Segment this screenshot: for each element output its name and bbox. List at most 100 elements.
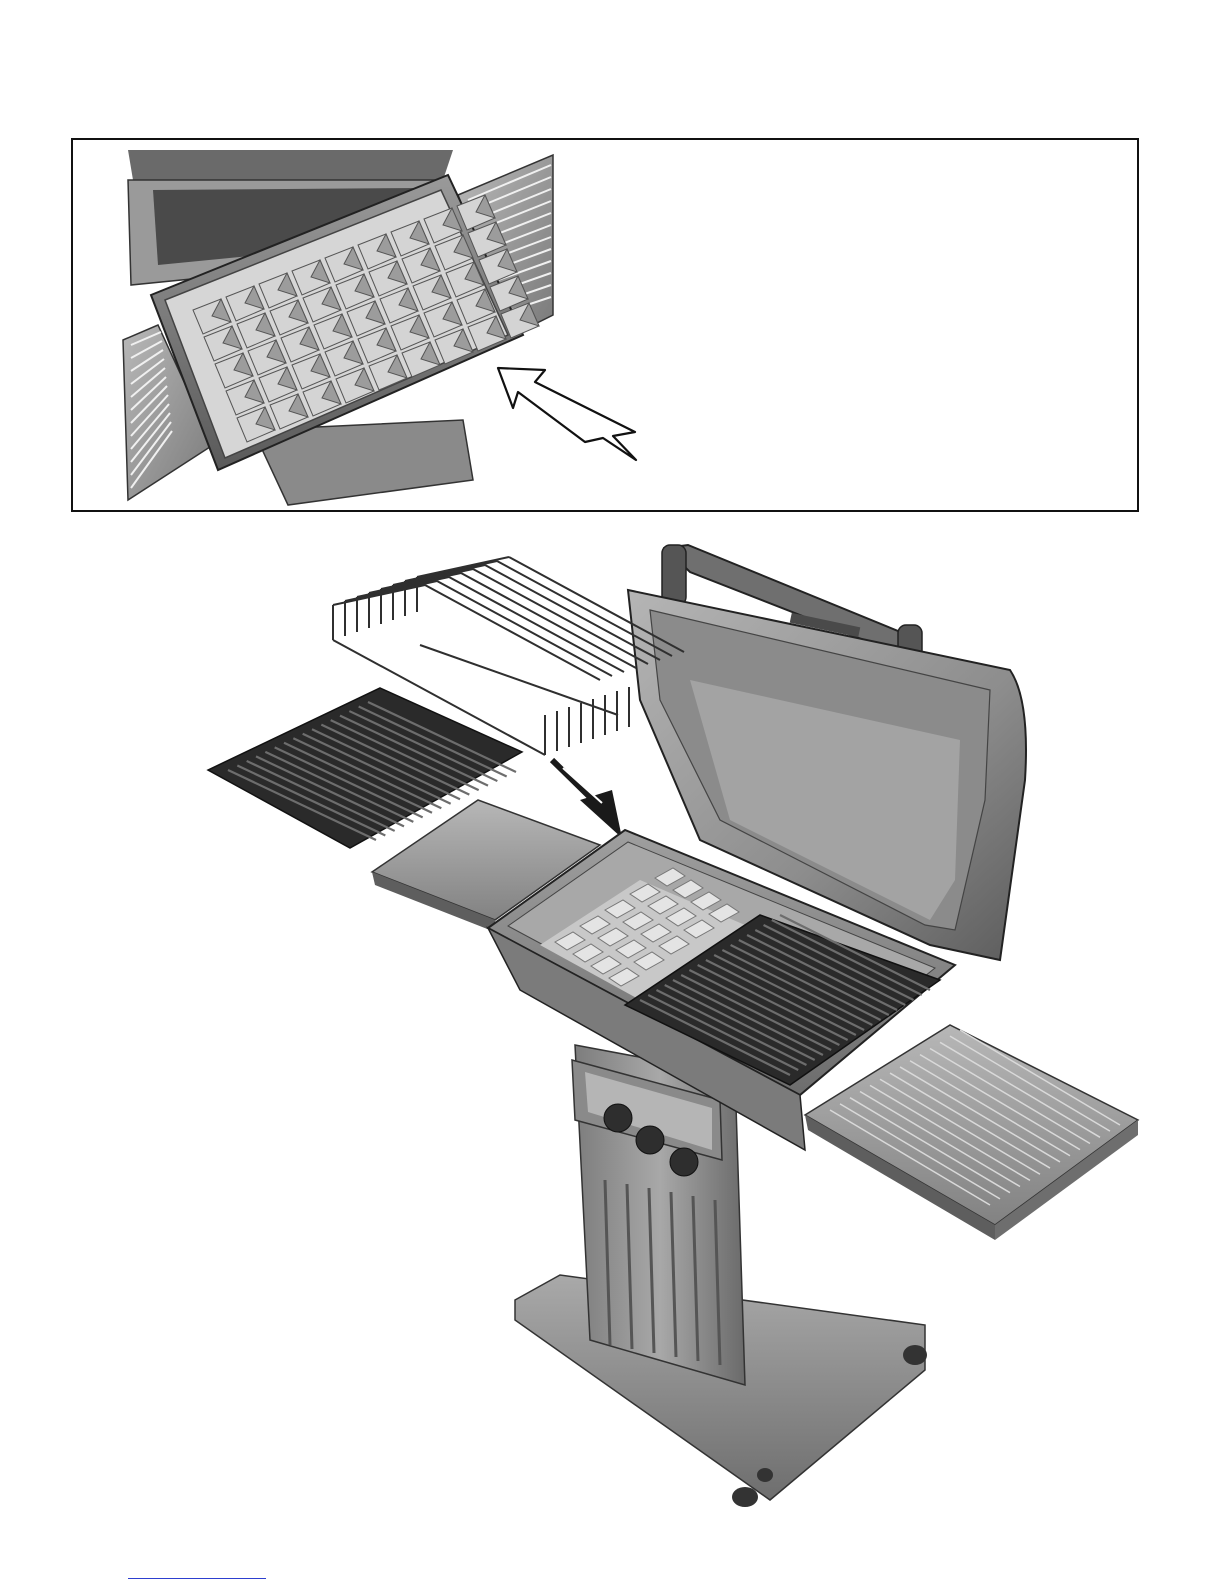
briquette	[573, 944, 603, 962]
briquette	[666, 908, 696, 926]
grate-slot	[739, 940, 889, 1015]
rack-wire	[461, 573, 636, 668]
rack-wire	[333, 585, 425, 605]
grate-slot	[747, 935, 897, 1010]
warming-rack	[333, 557, 684, 755]
left-side-shelf	[372, 800, 600, 932]
rack-wire	[357, 577, 449, 597]
shelf-rib	[900, 1067, 1060, 1162]
grate-slot	[340, 716, 488, 786]
grate-slot	[303, 734, 451, 804]
cart-base	[515, 1045, 927, 1507]
grate-slot	[312, 729, 460, 799]
pedestal-rib	[671, 1192, 676, 1357]
briquette	[648, 896, 678, 914]
rack-wire	[405, 561, 497, 581]
grate-slot	[772, 920, 922, 995]
pedestal-rib	[627, 1184, 632, 1349]
grate-slot	[321, 725, 469, 795]
briquette	[591, 956, 621, 974]
shelf-rib	[830, 1110, 990, 1205]
footer-link-underline[interactable]	[128, 1578, 266, 1579]
shelf-rib	[890, 1073, 1050, 1168]
rack-wire	[417, 557, 509, 577]
grate-slot	[349, 711, 497, 781]
briquette	[655, 868, 685, 886]
cooking-grate	[208, 688, 522, 848]
lid-handle	[665, 545, 920, 660]
shelf-rib	[910, 1061, 1070, 1156]
detail-inset-frame	[71, 138, 1139, 512]
control-knob-3[interactable]	[670, 1148, 698, 1176]
grate-slot	[648, 995, 798, 1070]
grate-slot	[256, 756, 404, 826]
briquette-tray	[540, 880, 745, 1000]
control-knob-1[interactable]	[604, 1104, 632, 1132]
rack-wire	[509, 557, 684, 652]
pedestal-rib	[715, 1200, 720, 1365]
pedestal-rib	[605, 1180, 610, 1345]
grate-slot	[265, 752, 413, 822]
control-knob-2[interactable]	[636, 1126, 664, 1154]
shelf-rib	[940, 1042, 1100, 1137]
grate-slot	[331, 720, 479, 790]
grate-slot	[237, 765, 385, 835]
grate-slot	[673, 980, 823, 1055]
shelf-rib	[950, 1036, 1110, 1131]
rack-wire	[333, 640, 545, 755]
briquette	[630, 884, 660, 902]
grate-slot	[275, 747, 423, 817]
grate-slot	[722, 950, 872, 1025]
pedestal-rib	[649, 1188, 654, 1353]
shelf-rib	[960, 1030, 1120, 1125]
rack-wire	[449, 577, 624, 672]
briquette	[623, 912, 653, 930]
grate-slot	[764, 925, 914, 1000]
grate-slot	[656, 990, 806, 1065]
grill-lid	[628, 545, 1026, 960]
grate-slot	[640, 1000, 790, 1075]
grate-slot	[706, 960, 856, 1035]
rack-wire	[420, 645, 618, 715]
rack-wire	[437, 581, 612, 676]
solid-down-arrow	[552, 760, 622, 838]
right-side-shelf	[805, 1025, 1138, 1240]
briquette	[691, 892, 721, 910]
grate-slot	[284, 743, 432, 813]
rack-wire	[369, 573, 461, 593]
grate-slot	[293, 738, 441, 808]
grate-slot	[665, 985, 815, 1060]
rack-wire	[425, 585, 600, 680]
briquette	[684, 920, 714, 938]
grate-slot	[780, 915, 930, 990]
shelf-rib	[930, 1048, 1090, 1143]
grate-slot	[368, 702, 516, 772]
shelf-rib	[840, 1104, 1000, 1199]
grate-slot	[755, 930, 905, 1005]
rack-wire	[381, 569, 473, 589]
grate-slot	[689, 970, 839, 1045]
rack-wire	[497, 561, 672, 656]
shelf-rib	[920, 1055, 1080, 1150]
briquette	[616, 940, 646, 958]
grate-slot	[228, 770, 376, 840]
briquette	[555, 932, 585, 950]
shelf-rib	[850, 1098, 1010, 1193]
rack-wire	[393, 565, 485, 585]
rack-wire	[473, 569, 648, 664]
briquette	[634, 952, 664, 970]
shelf-rib	[860, 1092, 1020, 1187]
grate-slot	[681, 975, 831, 1050]
grate-slot	[247, 761, 395, 831]
rack-wire	[485, 565, 660, 660]
briquette	[641, 924, 671, 942]
grate-slot	[731, 945, 881, 1020]
briquette	[609, 968, 639, 986]
grate-slot	[698, 965, 848, 1040]
briquette	[598, 928, 628, 946]
shelf-rib	[880, 1079, 1040, 1174]
grate-slot	[714, 955, 864, 1030]
briquette	[709, 904, 739, 922]
control-panel	[572, 1060, 722, 1176]
